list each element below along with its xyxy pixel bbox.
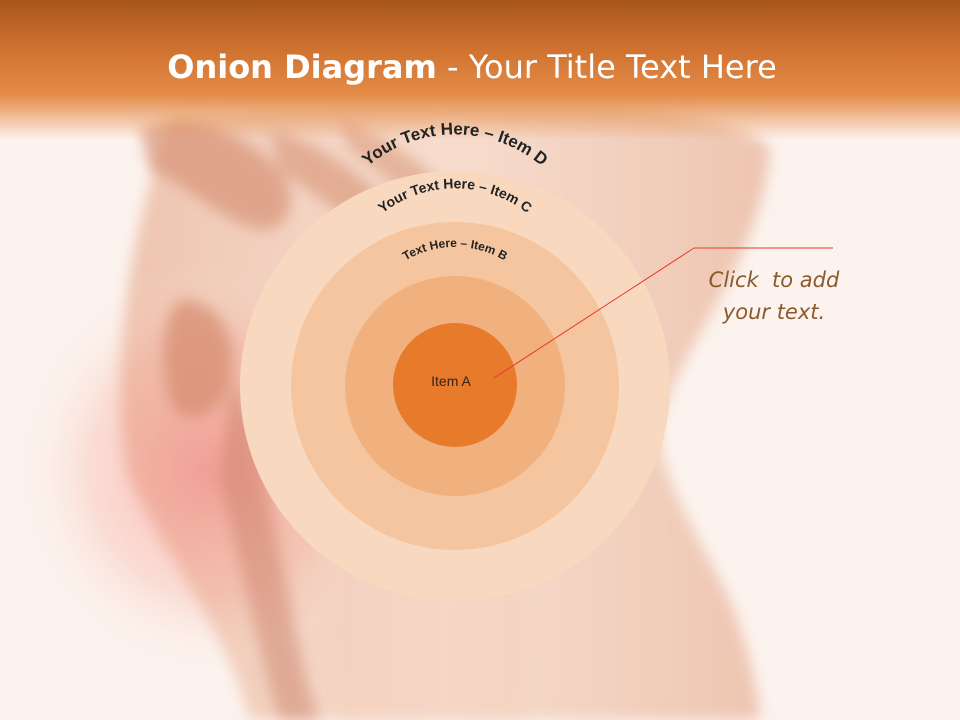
title-rest-part: - Your Title Text Here — [436, 48, 777, 86]
title-bold-part: Onion Diagram — [167, 48, 437, 86]
ring-label-d: Your Text Here – Item D — [359, 119, 552, 169]
header-banner — [0, 0, 960, 140]
callout-leader-line — [493, 247, 695, 379]
slide-title[interactable]: Onion Diagram - Your Title Text Here — [0, 48, 944, 86]
callout-line-1: Click to add — [708, 268, 840, 292]
callout-line-2: your text. — [722, 300, 826, 324]
ring-item-a[interactable] — [393, 323, 517, 447]
ring-label-a: Item A — [431, 373, 471, 389]
callout-textbox[interactable]: Click to add your text. — [690, 264, 858, 328]
